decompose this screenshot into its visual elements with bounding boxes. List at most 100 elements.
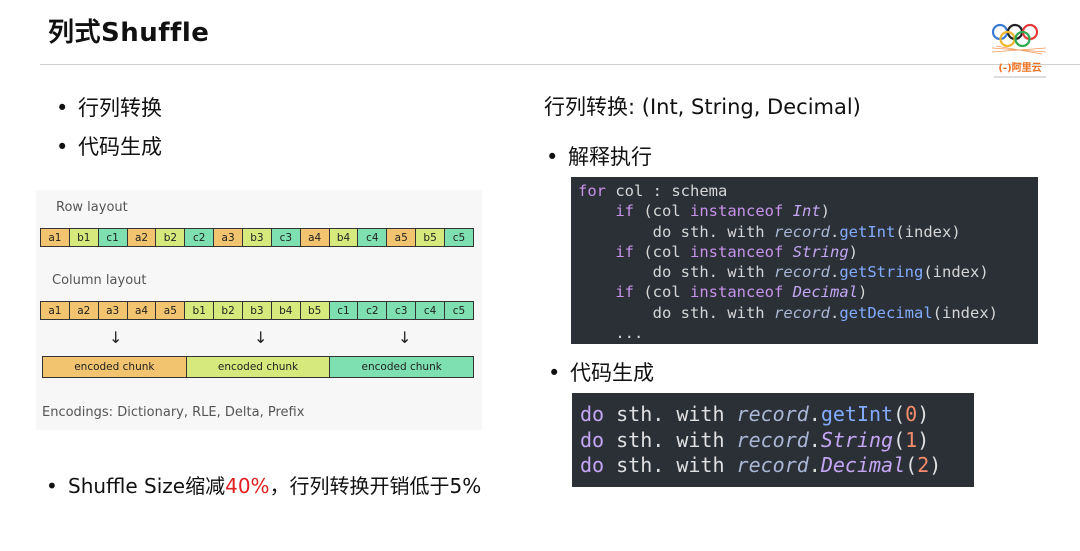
code-token: ) bbox=[858, 283, 868, 302]
bullet-row-column-conversion: • 行列转换 bbox=[56, 92, 162, 122]
row-layout-cell: b4 bbox=[329, 229, 359, 246]
bullet-prefix: Shuffle Size缩减 bbox=[68, 474, 226, 498]
code-token: String bbox=[820, 427, 894, 452]
column-layout-cell: a3 bbox=[98, 302, 128, 319]
column-layout-cell: a1 bbox=[41, 302, 70, 319]
code-token: getInt bbox=[839, 222, 896, 241]
row-layout-cell: c5 bbox=[445, 229, 473, 246]
code-line: ... bbox=[578, 323, 1038, 343]
code-line: do sth. with record.getString(index) bbox=[578, 262, 1038, 282]
row-layout-cell: a5 bbox=[387, 229, 417, 246]
encoded-chunk: encoded chunk bbox=[186, 357, 331, 377]
code-token: Decimal bbox=[820, 453, 906, 477]
code-token: (col bbox=[643, 283, 690, 302]
bullet-dot-icon: • bbox=[56, 135, 69, 159]
column-layout-cell: b4 bbox=[271, 302, 301, 319]
code-line: for col : schema bbox=[578, 181, 1038, 201]
column-layout-cell: b5 bbox=[300, 302, 330, 319]
code-token: do bbox=[580, 402, 605, 426]
bullet-dot-icon: • bbox=[546, 145, 559, 169]
column-layout-cell: c1 bbox=[329, 302, 359, 319]
code-line: if (col instanceof String) bbox=[578, 242, 1038, 262]
code-token: ) bbox=[929, 453, 942, 477]
encodings-label: Encodings: Dictionary, RLE, Delta, Prefi… bbox=[42, 405, 305, 420]
row-layout-cell: a2 bbox=[127, 229, 157, 246]
code-token: . bbox=[808, 453, 821, 477]
code-token: instanceof bbox=[690, 283, 784, 302]
code-token: do bbox=[580, 427, 605, 452]
code-token: record bbox=[773, 263, 830, 282]
code-line: do sth. with record.Decimal(2) bbox=[580, 453, 974, 479]
down-arrow-icon: ↓ bbox=[109, 328, 123, 347]
code-line: if (col instanceof Decimal) bbox=[578, 282, 1038, 302]
column-layout-label: Column layout bbox=[52, 273, 147, 288]
row-layout-cell: b2 bbox=[156, 229, 186, 246]
row-layout-cell: c1 bbox=[98, 229, 128, 246]
code-token: . bbox=[808, 427, 821, 452]
logo-text: (-)阿里云 bbox=[998, 62, 1041, 74]
title-divider bbox=[40, 64, 1080, 65]
code-token: do sth. with bbox=[652, 222, 774, 241]
code-token: String bbox=[792, 242, 849, 261]
bullet-text: 解释执行 bbox=[568, 145, 652, 169]
column-layout-cell: c5 bbox=[445, 302, 473, 319]
code-token: (index) bbox=[923, 263, 989, 282]
bullet-interpret-execution: • 解释执行 bbox=[546, 141, 652, 171]
code-token bbox=[783, 283, 792, 301]
code-token: ( bbox=[905, 453, 918, 477]
code-token bbox=[783, 202, 792, 220]
code-token: record bbox=[736, 453, 809, 477]
column-layout-cell: c2 bbox=[358, 302, 388, 319]
code-token: . bbox=[808, 402, 821, 426]
code-token: for bbox=[578, 182, 616, 200]
down-arrow-icon: ↓ bbox=[254, 328, 268, 347]
code-token: 2 bbox=[917, 453, 930, 477]
code-token: ( bbox=[893, 402, 906, 426]
row-layout-cell: c3 bbox=[271, 229, 301, 246]
row-layout-cell: c4 bbox=[358, 229, 388, 246]
code-token: sth. with bbox=[604, 453, 737, 477]
code-token: 1 bbox=[905, 427, 918, 452]
row-layout-cell: a1 bbox=[41, 229, 70, 246]
code-token: getString bbox=[839, 263, 924, 282]
code-token: if bbox=[615, 283, 644, 302]
column-layout-cell: b3 bbox=[243, 302, 272, 319]
column-layout-cell: b1 bbox=[185, 302, 215, 319]
code-token: . bbox=[829, 303, 840, 322]
code-token: sth. with bbox=[604, 427, 737, 452]
code-token: do bbox=[580, 453, 605, 477]
bullet-dot-icon: • bbox=[56, 96, 69, 120]
code-token: (col bbox=[643, 242, 690, 261]
code-token: col : schema bbox=[615, 182, 728, 200]
code-token: sth. with bbox=[604, 402, 737, 426]
row-layout-cell: c2 bbox=[185, 229, 215, 246]
code-token: (index) bbox=[895, 222, 961, 241]
row-layout-cell: b3 bbox=[243, 229, 272, 246]
code-token: (col bbox=[643, 202, 690, 221]
code-line: do sth. with record.getInt(index) bbox=[578, 222, 1038, 242]
code-token: record bbox=[773, 303, 830, 322]
column-layout-cell: c3 bbox=[387, 302, 417, 319]
row-layout-label: Row layout bbox=[56, 200, 128, 215]
code-token: do sth. with bbox=[652, 263, 774, 282]
code-token: ) bbox=[820, 202, 831, 221]
bullet-dot-icon: • bbox=[548, 361, 561, 385]
code-token: ) bbox=[917, 402, 930, 426]
code-line: do sth. with record.String(1) bbox=[580, 428, 974, 454]
code-token: Int bbox=[792, 202, 821, 221]
code-token: . bbox=[829, 222, 840, 241]
code-token: (index) bbox=[932, 303, 998, 322]
encoded-chunk: encoded chunk bbox=[330, 357, 474, 377]
page-title: 列式Shuffle bbox=[48, 18, 210, 48]
code-token: do sth. with bbox=[652, 303, 774, 322]
code-token: Decimal bbox=[792, 283, 858, 302]
bullet-text: 行列转换 bbox=[78, 96, 162, 120]
bullet-code-generation: • 代码生成 bbox=[56, 131, 162, 161]
bullet-text: 代码生成 bbox=[78, 135, 162, 159]
code-line: if (col instanceof Int) bbox=[578, 201, 1038, 221]
highlight-percent: 40% bbox=[225, 474, 270, 498]
code-token: getDecimal bbox=[839, 303, 933, 322]
right-heading: 行列转换: (Int, String, Decimal) bbox=[544, 95, 861, 119]
